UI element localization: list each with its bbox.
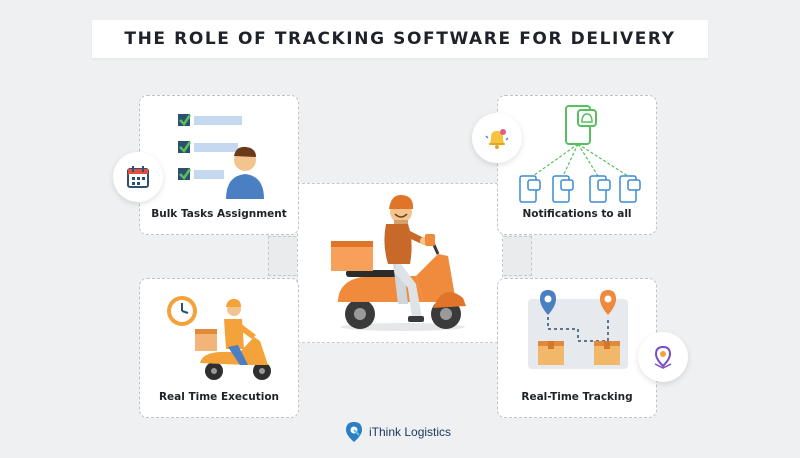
calendar-badge [113, 152, 163, 202]
location-badge-icon [654, 345, 672, 369]
card-notifications: Notifications to all [497, 95, 657, 235]
brand-logo-icon [346, 422, 362, 442]
delivery-scooter-icon [331, 194, 466, 331]
card-label-real-time-tracking: Real-Time Tracking [521, 391, 633, 403]
person-icon [226, 146, 264, 199]
clock-icon [167, 296, 197, 326]
title-banner: THE ROLE OF TRACKING SOFTWARE FOR DELIVE… [92, 20, 708, 58]
brand-name: iThink Logistics [369, 425, 452, 439]
bell-icon [485, 129, 509, 149]
checklist-icon [178, 114, 264, 199]
card-bulk-tasks: Bulk Tasks Assignment [139, 95, 299, 235]
card-real-time-tracking: Real-Time Tracking [497, 278, 657, 418]
brand-footer: iThink Logistics [345, 420, 451, 444]
card-label-notifications: Notifications to all [522, 208, 632, 220]
card-label-real-time-execution: Real Time Execution [158, 391, 280, 403]
location-badge [638, 332, 688, 382]
smartphone-icon [519, 105, 641, 203]
delivery-scooter-icon [167, 296, 271, 380]
center-illustration-box [297, 183, 503, 343]
card-label-bulk-tasks: Bulk Tasks Assignment [151, 208, 287, 220]
page-title: THE ROLE OF TRACKING SOFTWARE FOR DELIVE… [124, 29, 676, 49]
map-pin-icon [528, 279, 628, 369]
calendar-icon [127, 166, 149, 188]
card-real-time-execution: Real Time Execution [139, 278, 299, 418]
package-icon [538, 341, 620, 365]
bell-badge [472, 113, 522, 163]
